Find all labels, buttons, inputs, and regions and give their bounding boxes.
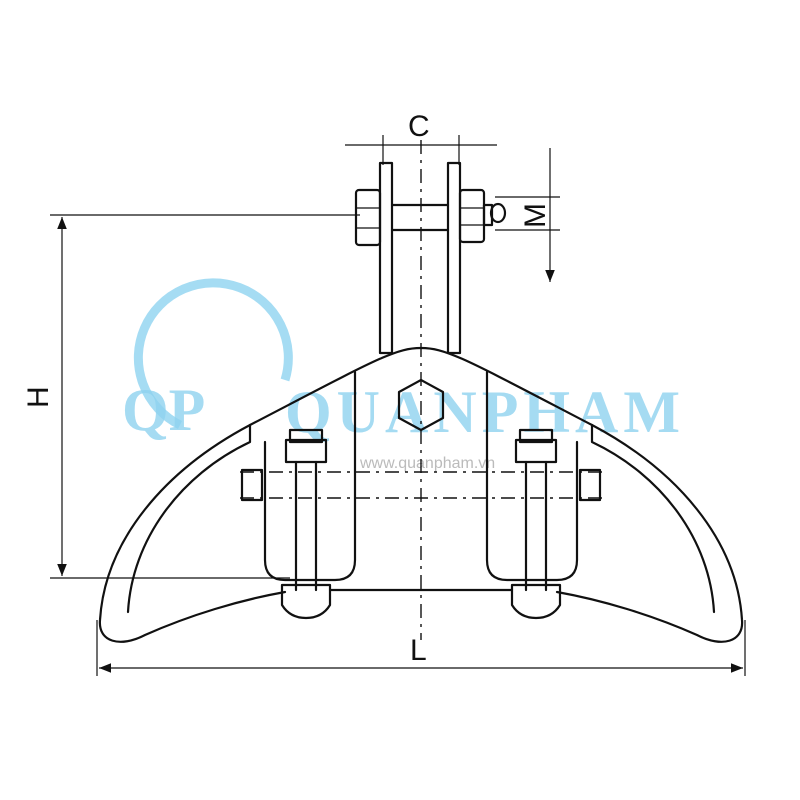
dimension-m: M — [495, 148, 560, 282]
watermark-url: www.quanpham.vn — [359, 455, 495, 472]
clevis-plates — [378, 161, 462, 355]
clamp-body-right — [419, 346, 744, 643]
watermark: QP QUANPHAM www.quanpham.vn — [122, 278, 680, 472]
cotter-pin — [489, 202, 507, 224]
watermark-logo: QP — [122, 377, 205, 443]
dimension-m-label: M — [519, 203, 552, 228]
clamp-body-left — [98, 346, 423, 643]
dimension-h-label: H — [22, 386, 55, 408]
dimension-l: L — [96, 620, 746, 676]
top-bolt — [354, 188, 507, 247]
dimension-l-label: L — [410, 634, 427, 667]
dimension-c-label: C — [408, 110, 430, 143]
watermark-logo-ring — [133, 278, 293, 430]
dimension-c: C — [345, 110, 497, 165]
dimension-h: H — [22, 214, 360, 579]
center-hex-nut — [397, 378, 445, 432]
watermark-brand: QUANPHAM — [285, 379, 680, 445]
